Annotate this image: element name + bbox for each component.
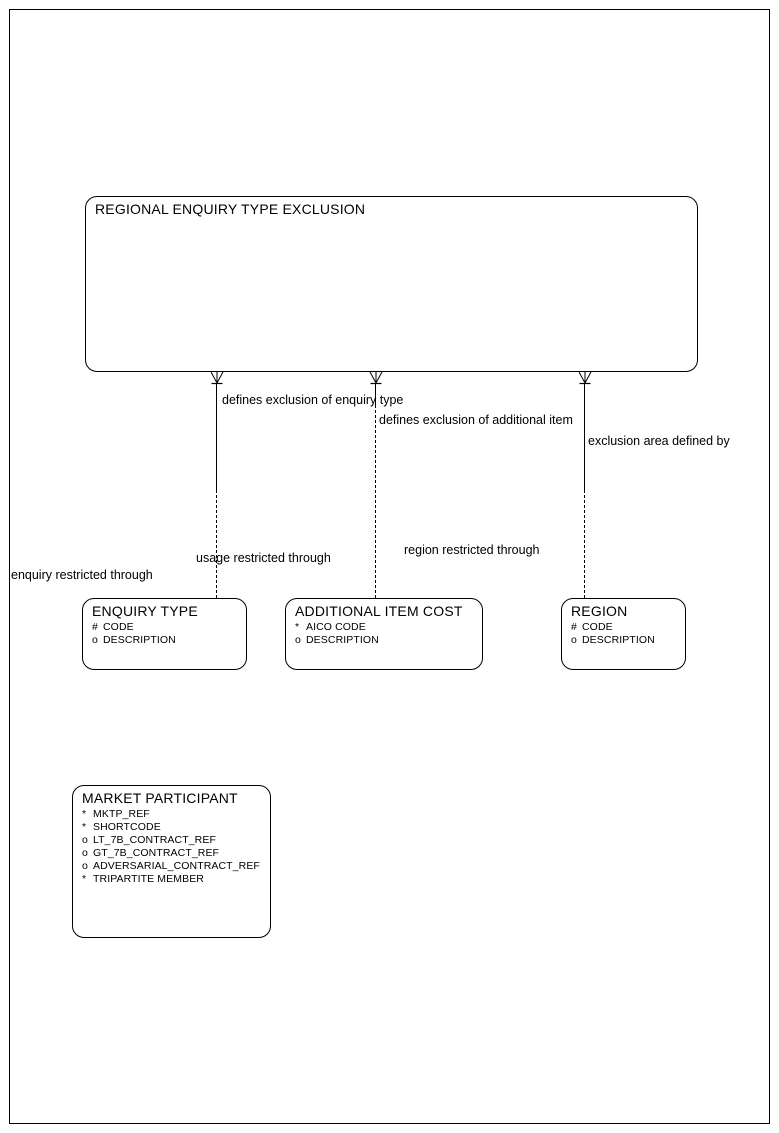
entity-title: ENQUIRY TYPE bbox=[92, 603, 198, 619]
crowfoot-icon-region bbox=[578, 372, 592, 385]
relationship-line-additional-item-dashed bbox=[375, 405, 376, 598]
relationship-label-exclusion-area: exclusion area defined by bbox=[588, 434, 730, 448]
entity-title: REGION bbox=[571, 603, 628, 619]
attribute-name: ADVERSARIAL_CONTRACT_REF bbox=[93, 860, 260, 872]
attribute-row: o ADVERSARIAL_CONTRACT_REF bbox=[82, 860, 482, 873]
attribute-name: LT_7B_CONTRACT_REF bbox=[93, 834, 216, 846]
attribute-marker: * bbox=[82, 808, 87, 820]
relationship-line-additional-item-solid bbox=[375, 383, 376, 405]
attribute-name: DESCRIPTION bbox=[582, 634, 655, 646]
crowfoot-icon-additional-item bbox=[369, 372, 383, 385]
attribute-marker: # bbox=[92, 621, 98, 633]
attribute-marker: * bbox=[82, 873, 87, 885]
attribute-list: * MKTP_REF * SHORTCODE o LT_7B_CONTRACT_REF… bbox=[82, 808, 482, 886]
relationship-line-enquiry-type-dashed bbox=[216, 490, 217, 598]
entity-title: MARKET PARTICIPANT bbox=[82, 790, 238, 806]
attribute-name: MKTP_REF bbox=[93, 808, 150, 820]
attribute-row: o DESCRIPTION bbox=[92, 634, 492, 647]
relationship-line-enquiry-type-solid bbox=[216, 383, 217, 490]
attribute-name: SHORTCODE bbox=[93, 821, 161, 833]
attribute-marker: o bbox=[82, 860, 88, 872]
attribute-marker: o bbox=[295, 634, 301, 646]
entity-title: ADDITIONAL ITEM COST bbox=[295, 603, 463, 619]
entity-regional-enquiry-type-exclusion[interactable]: REGIONAL ENQUIRY TYPE EXCLUSION bbox=[85, 196, 698, 372]
relationship-label-defines-enquiry-type: defines exclusion of enquiry type bbox=[222, 393, 404, 407]
attribute-name: DESCRIPTION bbox=[306, 634, 379, 646]
entity-enquiry-type[interactable]: ENQUIRY TYPE # CODE o DESCRIPTION bbox=[82, 598, 247, 670]
attribute-marker: * bbox=[82, 821, 87, 833]
relationship-label-region-restricted: region restricted through bbox=[404, 543, 540, 557]
attribute-marker: o bbox=[82, 834, 88, 846]
attribute-name: CODE bbox=[103, 621, 134, 633]
attribute-row: o LT_7B_CONTRACT_REF bbox=[82, 834, 482, 847]
relationship-line-region-solid bbox=[584, 383, 585, 490]
attribute-row: # CODE bbox=[92, 621, 492, 634]
entity-region[interactable]: REGION # CODE o DESCRIPTION bbox=[561, 598, 686, 670]
entity-title: REGIONAL ENQUIRY TYPE EXCLUSION bbox=[95, 201, 366, 217]
relationship-label-defines-additional-item: defines exclusion of additional item bbox=[379, 413, 573, 427]
relationship-line-region-dashed bbox=[584, 490, 585, 598]
attribute-row: * TRIPARTITE MEMBER bbox=[82, 873, 482, 886]
attribute-marker: o bbox=[92, 634, 98, 646]
entity-additional-item-cost[interactable]: ADDITIONAL ITEM COST * AICO CODE o DESCRIP… bbox=[285, 598, 483, 670]
attribute-marker: o bbox=[82, 847, 88, 859]
attribute-row: # CODE bbox=[571, 621, 779, 634]
attribute-marker: # bbox=[571, 621, 577, 633]
attribute-row: o DESCRIPTION bbox=[571, 634, 779, 647]
relationship-label-enquiry-restricted: enquiry restricted through bbox=[11, 568, 153, 582]
attribute-marker: o bbox=[571, 634, 577, 646]
attribute-name: TRIPARTITE MEMBER bbox=[93, 873, 204, 885]
attribute-row: * MKTP_REF bbox=[82, 808, 482, 821]
crowfoot-icon-enquiry-type bbox=[210, 372, 224, 385]
attribute-row: * SHORTCODE bbox=[82, 821, 482, 834]
relationship-label-usage-restricted: usage restricted through bbox=[196, 551, 331, 565]
attribute-list: # CODE o DESCRIPTION bbox=[92, 621, 492, 647]
attribute-row: * AICO CODE bbox=[295, 621, 695, 634]
attribute-list: # CODE o DESCRIPTION bbox=[571, 621, 779, 647]
attribute-row: o DESCRIPTION bbox=[295, 634, 695, 647]
attribute-name: GT_7B_CONTRACT_REF bbox=[93, 847, 220, 859]
attribute-list: * AICO CODE o DESCRIPTION bbox=[295, 621, 695, 647]
page-border bbox=[9, 9, 770, 1124]
attribute-name: DESCRIPTION bbox=[103, 634, 176, 646]
entity-market-participant[interactable]: MARKET PARTICIPANT *MKTP_REF *SHORTCODE … bbox=[72, 785, 271, 938]
attribute-name: CODE bbox=[582, 621, 613, 633]
attribute-marker: * bbox=[295, 621, 300, 633]
attribute-name: AICO CODE bbox=[306, 621, 366, 633]
attribute-row: o GT_7B_CONTRACT_REF bbox=[82, 847, 482, 860]
